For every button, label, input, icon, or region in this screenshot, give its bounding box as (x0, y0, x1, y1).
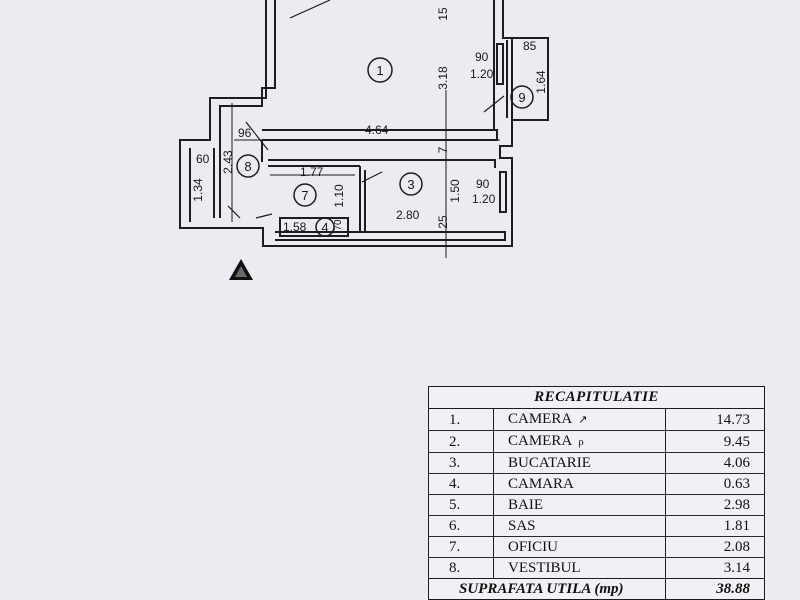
walls (179, 0, 549, 258)
room-number-7: 7 (301, 188, 308, 203)
row-number: 7. (429, 536, 494, 558)
room-number-1: 1 (376, 63, 383, 78)
table-row: 5. BAIE 2.98 (429, 494, 764, 516)
dim-60: 60 (196, 152, 210, 166)
floor-plan: 1 9 8 7 3 4 15 3.18 90 1.20 85 1.64 96 4… (179, 0, 549, 280)
room-marker-9 (510, 85, 534, 109)
room-area: 3.14 (665, 557, 764, 579)
dim-85: 85 (523, 39, 537, 53)
room-name: SAS (493, 515, 666, 537)
dim-7: 7 (436, 146, 450, 153)
room-marker-3 (399, 172, 423, 196)
dim-90-bot: 90 (476, 177, 490, 191)
row-number: 2. (429, 430, 494, 453)
room-area: 4.06 (665, 452, 764, 474)
room-markers (236, 57, 534, 237)
row-number: 4. (429, 473, 494, 495)
table-row: 8. VESTIBUL 3.14 (429, 557, 764, 579)
room-number-3: 3 (407, 177, 414, 192)
dim-134: 1.34 (191, 178, 205, 202)
room-number-9: 9 (518, 90, 525, 105)
room-numbers: 1 9 8 7 3 4 (244, 63, 525, 235)
room-area: 0.63 (665, 473, 764, 495)
table-row: 2. CAMERA ρ 9.45 (429, 430, 764, 453)
dim-110: 1.10 (332, 184, 346, 208)
dim-150: 1.50 (448, 179, 462, 203)
row-number: 8. (429, 557, 494, 579)
dim-177: 1.77 (300, 165, 324, 179)
dim-164: 1.64 (534, 70, 548, 94)
row-number: 6. (429, 515, 494, 537)
room-name: BUCATARIE (493, 452, 666, 474)
dim-96: 96 (238, 126, 252, 140)
room-marker-7 (293, 183, 317, 207)
room-name: CAMARA (493, 473, 666, 495)
row-number: 5. (429, 494, 494, 516)
room-name: BAIE (493, 494, 666, 516)
room-name-text: CAMERA (508, 433, 573, 449)
room-marker-1 (367, 57, 393, 83)
room-number-4: 4 (321, 220, 328, 235)
handwritten-mark: ρ (578, 436, 584, 448)
dim-243: 2.43 (221, 150, 235, 174)
recap-title: RECAPITULATIE (429, 387, 764, 409)
dim-15: 15 (436, 7, 450, 21)
row-number: 3. (429, 452, 494, 474)
total-label: SUPRAFATA UTILA (mp) (429, 578, 666, 599)
room-name: CAMERA ↗ (493, 409, 666, 431)
room-area: 14.73 (716, 411, 750, 428)
room-name-text: CAMERA (508, 411, 573, 427)
room-marker-4 (315, 217, 335, 237)
table-row: 1. CAMERA ↗ 14.73 (429, 409, 764, 431)
dim-70: 70 (333, 219, 344, 231)
room-area: 9.45 (665, 430, 764, 453)
table-row: 4. CAMARA 0.63 (429, 473, 764, 495)
dim-90-top: 90 (475, 50, 489, 64)
room-name: VESTIBUL (493, 557, 666, 579)
total-row: SUPRAFATA UTILA (mp) 38.88 (429, 578, 764, 599)
dim-158: 1.58 (283, 220, 307, 234)
room-name: CAMERA ρ (493, 430, 666, 453)
room-area: 2.98 (665, 494, 764, 516)
recap-table: RECAPITULATIE 1. CAMERA ↗ 14.73 2. CAMERA… (428, 386, 765, 600)
dimension-labels: 15 3.18 90 1.20 85 1.64 96 4.64 7 60 2.4… (191, 7, 548, 234)
room-marker-8 (236, 154, 260, 178)
dim-280: 2.80 (396, 208, 420, 222)
north-arrow-icon (229, 259, 253, 280)
dim-464: 4.64 (365, 123, 389, 137)
room-name: OFICIU (493, 536, 666, 558)
room-area: 2.08 (665, 536, 764, 558)
handwritten-mark: ↗ (578, 414, 588, 426)
dim-120-top: 1.20 (470, 67, 494, 81)
dim-318: 3.18 (436, 66, 450, 90)
row-number: 1. (449, 411, 461, 428)
table-row: 3. BUCATARIE 4.06 (429, 452, 764, 474)
dim-25: 25 (436, 215, 450, 229)
dim-120-bot: 1.20 (472, 192, 496, 206)
total-value: 38.88 (665, 578, 764, 599)
recap-rows: 1. CAMERA ↗ 14.73 2. CAMERA ρ 9.45 3. BUCA… (429, 409, 764, 599)
table-row: 7. OFICIU 2.08 (429, 536, 764, 558)
room-number-8: 8 (244, 159, 251, 174)
room-area: 1.81 (665, 515, 764, 537)
table-row: 6. SAS 1.81 (429, 515, 764, 537)
